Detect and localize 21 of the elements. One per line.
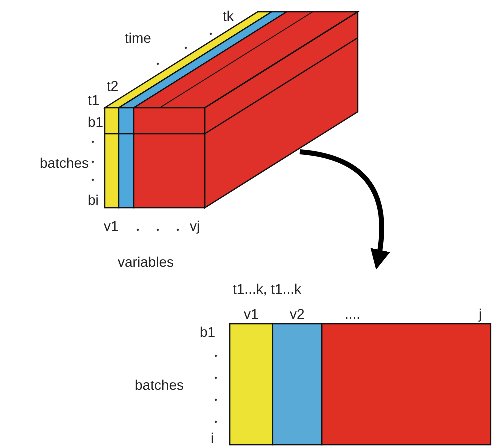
axis-label: time bbox=[125, 30, 152, 46]
axis-label: variables bbox=[118, 254, 174, 270]
data-cube-drawing bbox=[105, 12, 360, 209]
axis-label: v1 bbox=[104, 218, 119, 234]
axis-label: b1 bbox=[200, 324, 216, 340]
axis-label: i bbox=[211, 430, 214, 446]
axis-label: j bbox=[479, 306, 482, 322]
axis-label: vj bbox=[190, 218, 200, 234]
unfolded-matrix-drawing bbox=[229, 323, 492, 446]
axis-label: .... bbox=[345, 306, 361, 322]
axis-label: v1 bbox=[244, 306, 259, 322]
axis-label: b1 bbox=[88, 114, 104, 130]
curved-arrow bbox=[300, 150, 390, 270]
axis-label: tk bbox=[223, 8, 234, 24]
axis-label: v2 bbox=[290, 306, 305, 322]
axis-label: t2 bbox=[107, 78, 119, 94]
axis-label: t1 bbox=[88, 92, 100, 108]
axis-label: batches bbox=[40, 155, 90, 171]
axis-label: t1...k, t1...k bbox=[233, 281, 302, 297]
axis-label: batches bbox=[135, 377, 184, 393]
axis-label: bi bbox=[88, 192, 99, 208]
